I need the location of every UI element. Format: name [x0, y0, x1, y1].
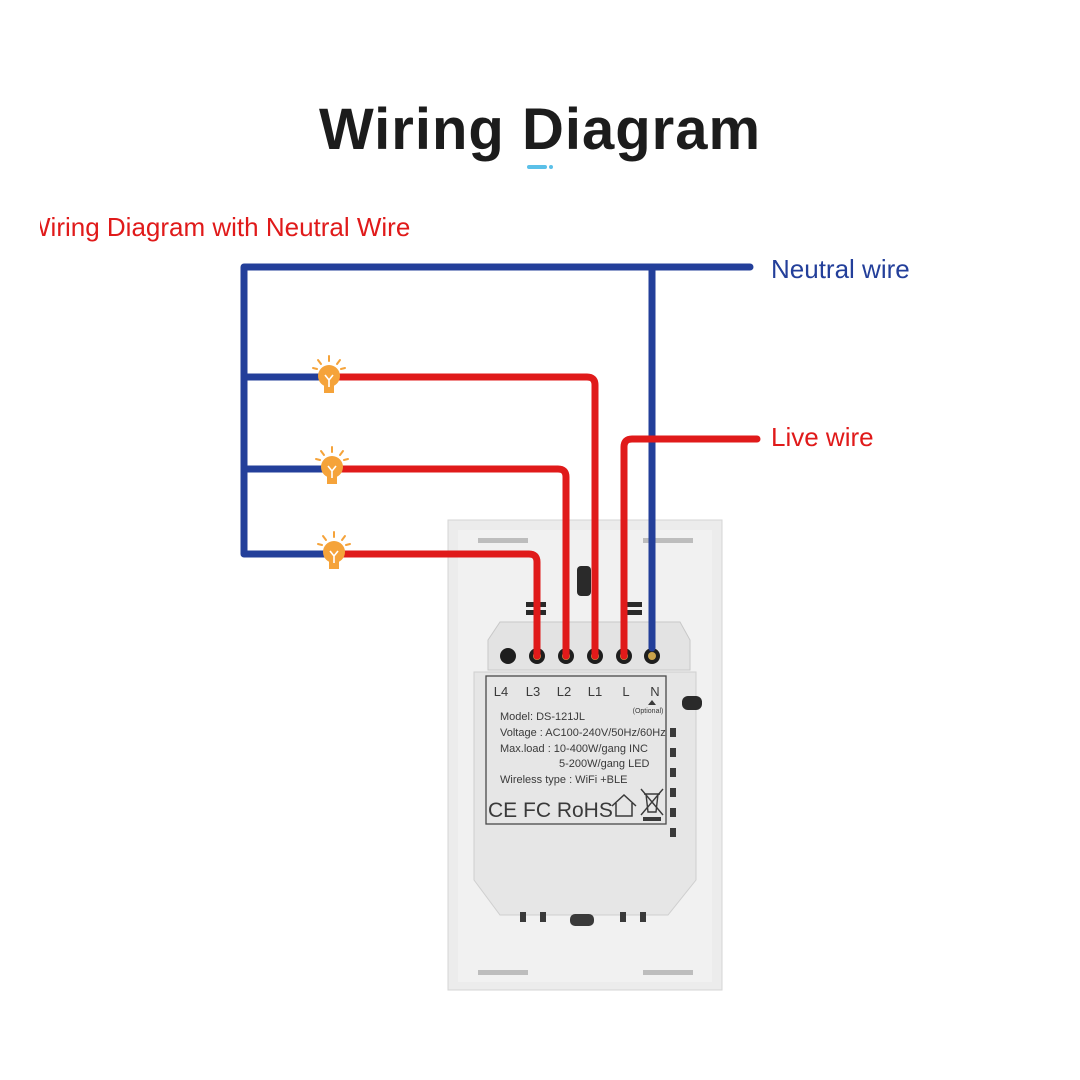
terminal-block [487, 621, 691, 671]
spec-maxload-led: 5-200W/gang LED [559, 758, 650, 770]
terminal-label-n: N [650, 684, 659, 699]
mount-slot [622, 610, 642, 615]
neutral-main-wire [240, 263, 754, 558]
live-supply-wire [620, 435, 761, 660]
plate-clip [478, 538, 528, 543]
side-vents [670, 728, 676, 837]
spec-model: Model: DS-121JL [500, 711, 585, 723]
optional-arrow-icon [648, 700, 656, 705]
neutral-wires [240, 263, 754, 652]
light-bulb-icon [317, 531, 351, 569]
terminal-label-l: L [622, 684, 629, 699]
terminal-label-l1: L1 [588, 684, 602, 699]
plate-clip [478, 970, 528, 975]
spec-voltage: Voltage : AC100-240V/50Hz/60Hz [500, 727, 666, 739]
spec-text: Model: DS-121JL Voltage : AC100-240V/50H… [500, 711, 666, 786]
spec-wireless: Wireless type : WiFi +BLE [500, 774, 627, 786]
title-underline-dot [549, 165, 553, 169]
crossed-bin-icon [640, 788, 664, 821]
mount-slot [577, 566, 591, 596]
terminal-labels: L4 L3 L2 L1 L N [494, 684, 660, 699]
light-bulb-icon [315, 446, 349, 484]
load-wire-l3 [334, 550, 541, 660]
spec-maxload: Max.load : 10-400W/gang INC [500, 743, 648, 755]
plate-clip [643, 538, 693, 543]
switch-module [473, 671, 697, 916]
title-underline [527, 165, 547, 169]
load-wire-l2 [334, 465, 570, 660]
optional-note: (Optional) [633, 708, 664, 715]
switch-device: L4 L3 L2 L1 L N (Optional) Model: DS-121… [447, 519, 723, 991]
mount-slot [622, 602, 642, 607]
plate-clip [643, 970, 693, 975]
section-subtitle: Wiring Diagram with Neutral Wire [40, 212, 480, 243]
live-wire-label: Live wire [771, 422, 874, 452]
spec-label-box [485, 675, 667, 825]
side-slot [682, 696, 702, 710]
neutral-wire-label: Neutral wire [771, 254, 910, 284]
terminal-screw-l4 [500, 648, 516, 664]
house-icon [611, 793, 637, 817]
page-title: Wiring Diagram [318, 97, 762, 162]
live-wires [334, 373, 761, 660]
terminal-label-l3: L3 [526, 684, 540, 699]
light-bulb-icon [312, 355, 346, 393]
certification-marks: CE FC RoHS [488, 799, 613, 822]
terminal-label-l4: L4 [494, 684, 508, 699]
section-subtitle-text: Wiring Diagram with Neutral Wire [40, 212, 411, 242]
terminal-label-l2: L2 [557, 684, 571, 699]
bottom-vents [520, 912, 646, 926]
load-wire-l1 [334, 373, 599, 660]
